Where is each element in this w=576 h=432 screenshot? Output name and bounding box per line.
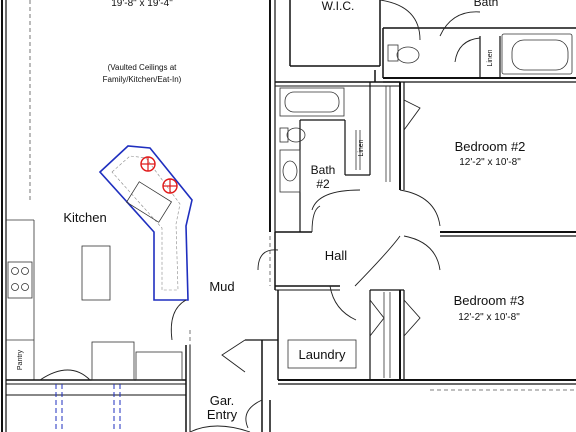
bedroom3-dimensions: 12'-2" x 10'-8"	[458, 312, 520, 323]
hall-label: Hall	[325, 248, 348, 263]
door-swings	[39, 0, 481, 432]
pantry-label: Pantry	[17, 349, 24, 370]
bedroom2-dimensions: 12'-2" x 10'-8"	[459, 157, 521, 168]
laundry-label: Laundry	[299, 347, 346, 362]
bath2-label-line1: Bath	[311, 163, 336, 177]
bedroom3-name: Bedroom #3	[454, 293, 525, 308]
wic-label: W.I.C.	[322, 0, 355, 13]
vaulted-ceilings-note-line1: (Vaulted Ceilings at	[108, 63, 178, 72]
fixtures	[7, 33, 573, 432]
family-room-dimensions: 19'-8" x 19'-4"	[111, 0, 173, 9]
garage-entry-label-line2: Entry	[207, 407, 238, 422]
garage-entry-label-line1: Gar.	[210, 393, 235, 408]
bedroom2-name: Bedroom #2	[455, 139, 526, 154]
vaulted-ceilings-note-line2: Family/Kitchen/Eat-In)	[103, 75, 182, 84]
kitchen-island	[98, 145, 193, 301]
master-bath-label: Bath	[474, 0, 499, 9]
linen-upper-label: Linen	[487, 49, 494, 66]
mud-label: Mud	[209, 279, 234, 294]
bath2-label-line2: #2	[316, 177, 330, 191]
kitchen-label: Kitchen	[63, 210, 106, 225]
linen-lower-label: Linen	[358, 139, 365, 156]
